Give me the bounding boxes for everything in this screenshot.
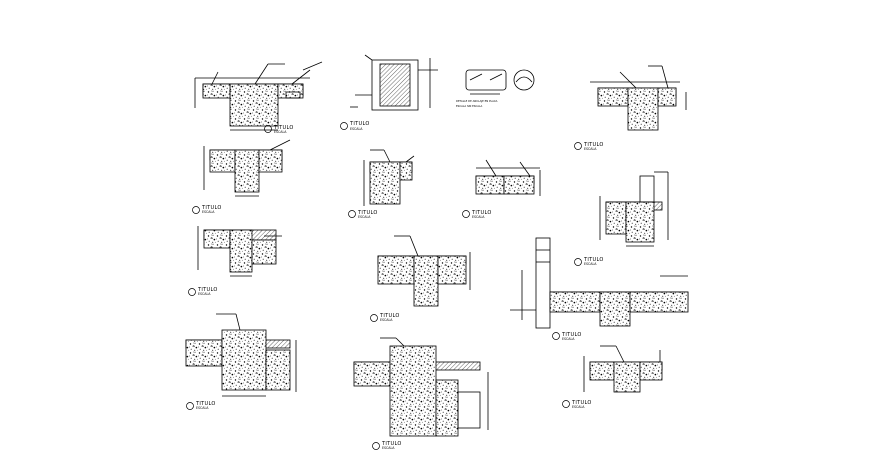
detail-10-title: TITULO ESCALA xyxy=(370,313,400,322)
detail-2 xyxy=(350,54,438,111)
svg-text:ESCALA SIN ESCALA: ESCALA SIN ESCALA xyxy=(456,104,483,108)
svg-text:TITULO: TITULO xyxy=(201,205,222,211)
detail-12 xyxy=(185,313,297,397)
detail-9-title: TITULO ESCALA xyxy=(188,287,218,296)
svg-text:ESCALA: ESCALA xyxy=(382,446,395,450)
svg-text:ESCALA: ESCALA xyxy=(472,215,485,219)
detail-9 xyxy=(197,226,282,277)
detail-3 xyxy=(465,69,535,95)
detail-7 xyxy=(475,159,541,196)
detail-4-title: TITULO ESCALA xyxy=(574,142,604,151)
svg-text:TITULO: TITULO xyxy=(195,401,216,407)
detail-8-title: TITULO ESCALA xyxy=(574,257,604,266)
detail-12-title: TITULO ESCALA xyxy=(186,401,216,410)
svg-text:TITULO: TITULO xyxy=(561,332,582,338)
detail-6-title: TITULO ESCALA xyxy=(348,210,378,219)
detail-14-title: TITULO ESCALA xyxy=(562,400,592,409)
svg-text:ESCALA: ESCALA xyxy=(584,147,597,151)
svg-text:ESCALA: ESCALA xyxy=(584,262,597,266)
svg-text:TITULO: TITULO xyxy=(471,210,492,216)
svg-text:ESCALA: ESCALA xyxy=(350,127,363,131)
svg-text:TITULO: TITULO xyxy=(381,441,402,447)
svg-text:TITULO: TITULO xyxy=(583,257,604,263)
detail-5-title: TITULO ESCALA xyxy=(192,205,222,214)
svg-text:ESCALA: ESCALA xyxy=(562,337,575,341)
detail-1 xyxy=(194,61,323,131)
detail-4 xyxy=(590,65,687,131)
detail-11-title: TITULO ESCALA xyxy=(552,332,582,341)
detail-1-title: TITULO ESCALA xyxy=(264,125,294,134)
detail-10 xyxy=(377,235,471,307)
detail-13 xyxy=(353,337,489,437)
detail-5 xyxy=(203,139,291,197)
svg-text:ESCALA: ESCALA xyxy=(202,210,215,214)
detail-2-title: TITULO ESCALA xyxy=(340,121,370,131)
svg-text:ESCALA: ESCALA xyxy=(274,130,287,134)
detail-13-title: TITULO ESCALA xyxy=(372,441,402,450)
detail-14 xyxy=(583,345,663,393)
svg-text:TITULO: TITULO xyxy=(357,210,378,216)
detail-6 xyxy=(363,149,415,206)
svg-text:ESCALA: ESCALA xyxy=(380,318,393,322)
svg-text:ESCALA: ESCALA xyxy=(196,406,209,410)
svg-text:TITULO: TITULO xyxy=(273,125,294,131)
svg-text:ESCALA: ESCALA xyxy=(572,405,585,409)
svg-text:DETALLE DE ANCLAJE EN PLACA: DETALLE DE ANCLAJE EN PLACA xyxy=(456,99,498,103)
svg-text:ESCALA: ESCALA xyxy=(358,215,371,219)
detail-7-title: TITULO ESCALA xyxy=(462,210,492,219)
detail-11 xyxy=(510,237,689,329)
svg-text:TITULO: TITULO xyxy=(571,400,592,406)
svg-text:ESCALA: ESCALA xyxy=(198,292,211,296)
svg-text:TITULO: TITULO xyxy=(379,313,400,319)
detail-3-caption: DETALLE DE ANCLAJE EN PLACA ESCALA SIN E… xyxy=(456,99,498,108)
detail-8 xyxy=(599,171,669,247)
svg-text:TITULO: TITULO xyxy=(349,121,370,127)
svg-text:TITULO: TITULO xyxy=(583,142,604,148)
svg-text:TITULO: TITULO xyxy=(197,287,218,293)
